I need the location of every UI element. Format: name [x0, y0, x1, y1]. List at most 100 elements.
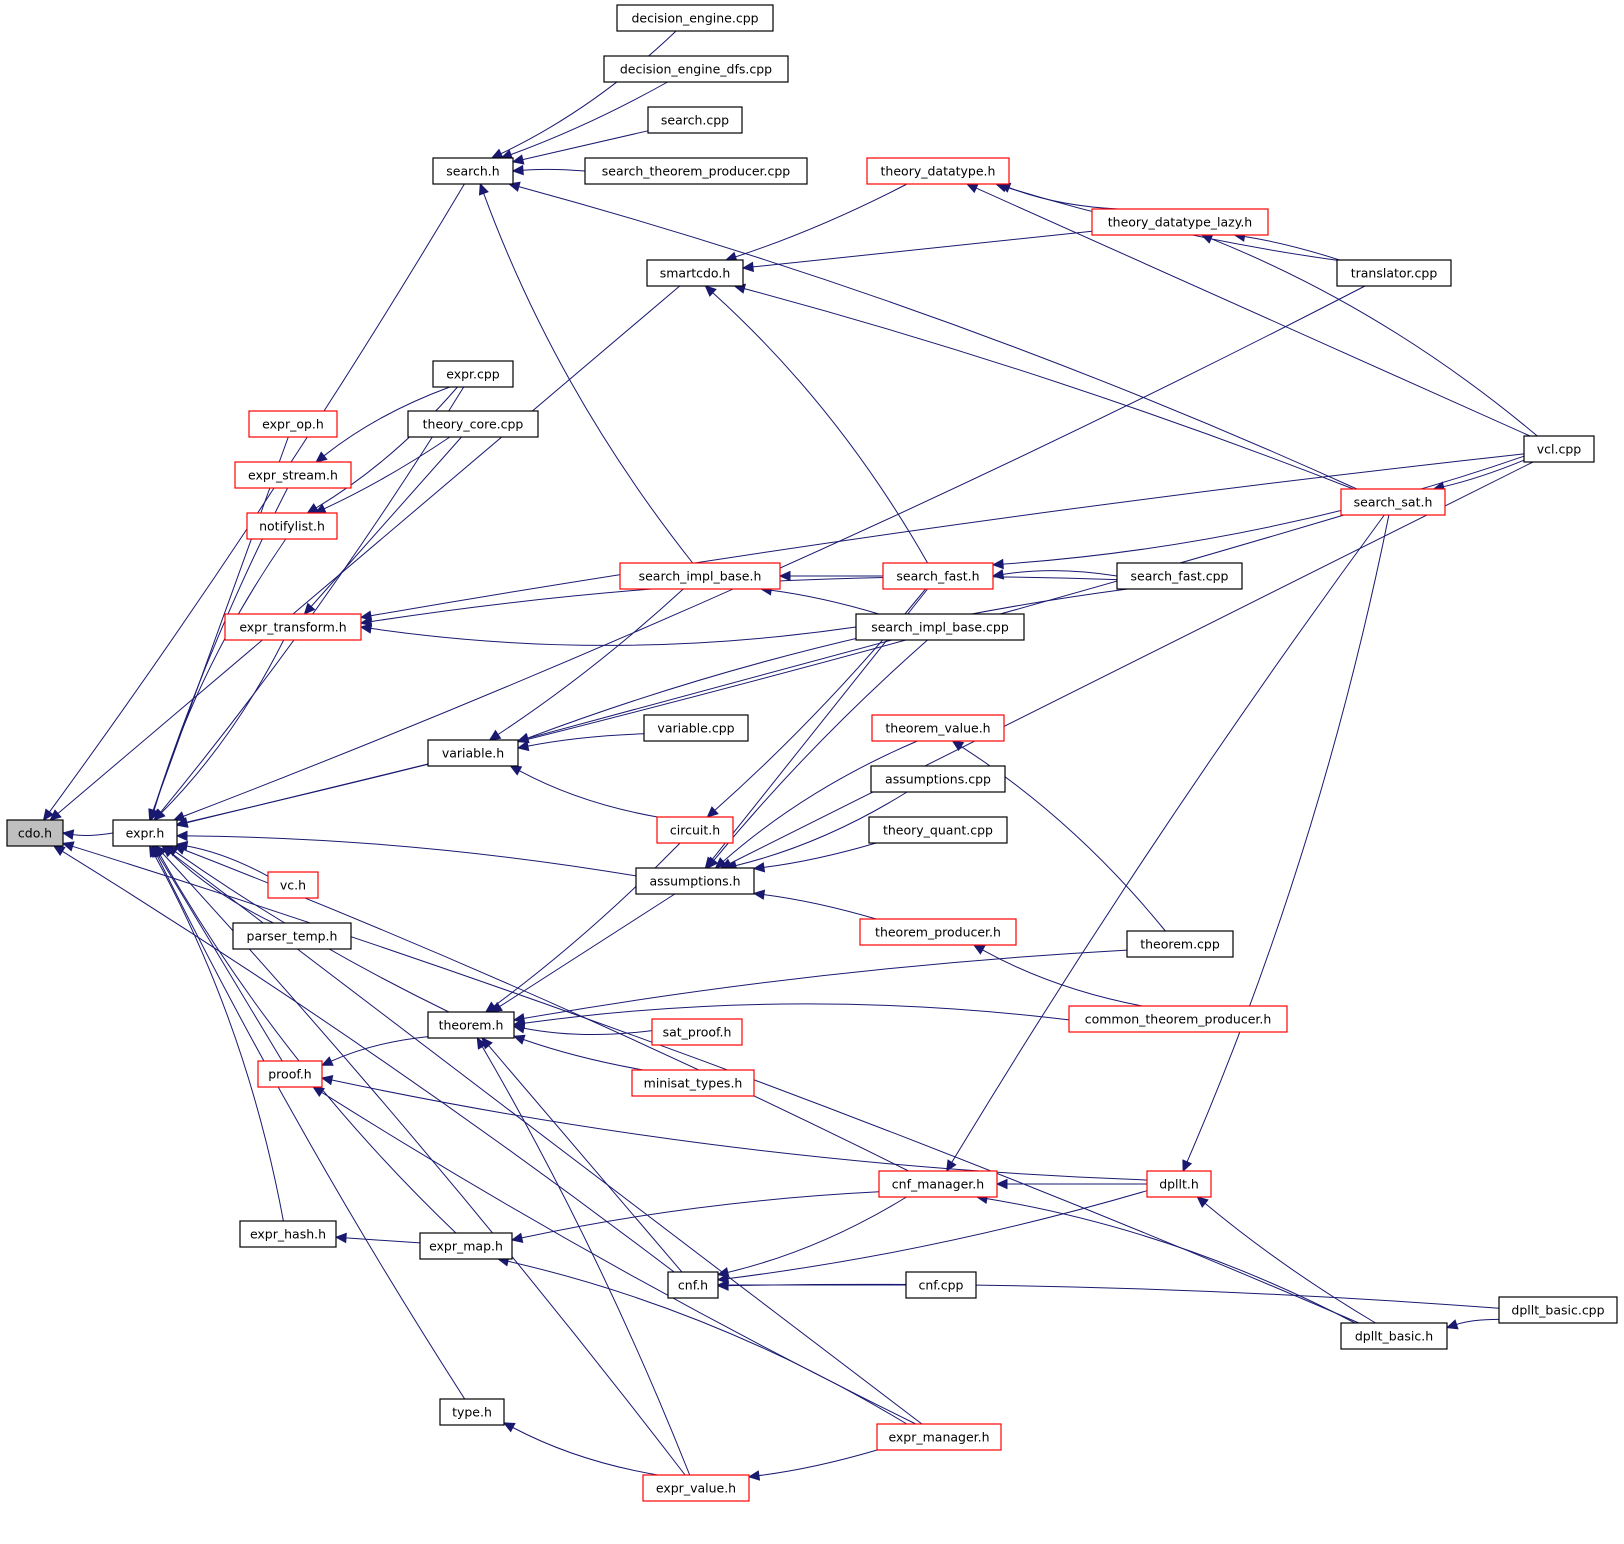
arrowhead-icon: [359, 623, 373, 634]
arrowhead-icon: [172, 811, 186, 822]
node-search-impl-base-cpp[interactable]: search_impl_base.cpp: [855, 613, 1025, 641]
edge-line: [321, 1091, 917, 1425]
edge-line: [735, 183, 908, 258]
node-box: [603, 55, 789, 83]
node-label: parser_temp.h: [247, 929, 338, 944]
edge-type_h-to-expr_h: [151, 844, 466, 1400]
node-expr-value-h[interactable]: expr_value.h: [642, 1474, 750, 1502]
node-label: variable.h: [442, 746, 504, 761]
edge-theorem_producer_h-to-assumptions_h: [752, 889, 877, 920]
arrowhead-icon: [510, 1232, 524, 1243]
node-theory-core-cpp[interactable]: theory_core.cpp: [407, 410, 539, 438]
node-smartcdo-h[interactable]: smartcdo.h: [646, 259, 744, 287]
node-search-cpp[interactable]: search.cpp: [647, 106, 743, 134]
node-expr-manager-h[interactable]: expr_manager.h: [876, 1423, 1002, 1451]
node-expr-map-h[interactable]: expr_map.h: [419, 1232, 513, 1260]
node-theorem-cpp[interactable]: theorem.cpp: [1126, 930, 1234, 958]
edge-line: [752, 230, 1093, 268]
node-box: [647, 106, 743, 134]
node-cnf-cpp[interactable]: cnf.cpp: [905, 1271, 977, 1299]
edge-theory_datatype_lazy_h-to-smartcdo_h: [741, 230, 1093, 273]
node-proof-h[interactable]: proof.h: [257, 1060, 323, 1088]
edge-line: [507, 1260, 908, 1425]
node-assumptions-h[interactable]: assumptions.h: [635, 867, 755, 895]
node-expr-h[interactable]: expr.h: [112, 819, 178, 847]
edge-line: [483, 193, 694, 564]
node-label: expr_value.h: [656, 1481, 736, 1496]
node-theory-quant-cpp[interactable]: theory_quant.cpp: [868, 816, 1008, 844]
node-label: search.h: [446, 164, 499, 179]
node-variable-cpp[interactable]: variable.cpp: [643, 714, 749, 742]
node-notifylist-h[interactable]: notifylist.h: [246, 512, 338, 540]
edge-vcl_cpp-to-search_fast_h: [991, 455, 1525, 570]
edge-vcl_cpp-to-expr_transform_h: [359, 453, 1525, 621]
node-box: [246, 512, 338, 540]
edge-line: [62, 850, 675, 1273]
edge-line: [523, 1003, 1070, 1024]
node-cnf-manager-h[interactable]: cnf_manager.h: [878, 1170, 998, 1198]
node-label: variable.cpp: [657, 721, 734, 736]
node-label: expr_hash.h: [250, 1227, 326, 1242]
node-theorem-h[interactable]: theorem.h: [427, 1011, 515, 1039]
node-dpllt-basic-cpp[interactable]: dpllt_basic.cpp: [1498, 1296, 1618, 1324]
arrowhead-icon: [704, 285, 717, 297]
edge-expr_map_h-to-expr_hash_h: [334, 1232, 421, 1244]
node-dpllt-h[interactable]: dpllt.h: [1146, 1170, 1212, 1198]
node-search-impl-base-h[interactable]: search_impl_base.h: [619, 562, 781, 590]
node-decision-engine-dfs-cpp[interactable]: decision_engine_dfs.cpp: [603, 55, 789, 83]
node-cnf-h[interactable]: cnf.h: [667, 1271, 719, 1299]
node-theorem-producer-h[interactable]: theorem_producer.h: [859, 918, 1017, 946]
node-expr-op-h[interactable]: expr_op.h: [248, 410, 338, 438]
arrowhead-icon: [320, 1074, 334, 1086]
node-vc-h[interactable]: vc.h: [267, 871, 319, 899]
node-label: type.h: [452, 1405, 492, 1420]
node-box: [234, 461, 352, 489]
node-expr-stream-h[interactable]: expr_stream.h: [234, 461, 352, 489]
node-theory-datatype-lazy-h[interactable]: theory_datatype_lazy.h: [1091, 208, 1269, 236]
node-search-h[interactable]: search.h: [432, 157, 514, 185]
node-circuit-h[interactable]: circuit.h: [656, 816, 734, 844]
arrowhead-icon: [706, 806, 719, 818]
edge-expr_value_h-to-theorem_h: [476, 1036, 691, 1476]
node-label: search_sat.h: [1354, 495, 1433, 510]
node-dpllt-basic-h[interactable]: dpllt_basic.h: [1340, 1322, 1448, 1350]
node-vcl-cpp[interactable]: vcl.cpp: [1523, 435, 1595, 463]
node-label: dpllt_basic.cpp: [1511, 1303, 1604, 1318]
edge-expr_manager_h-to-expr_value_h: [747, 1449, 878, 1481]
node-sat-proof-h[interactable]: sat_proof.h: [651, 1018, 743, 1046]
node-search-fast-cpp[interactable]: search_fast.cpp: [1116, 562, 1243, 590]
edge-dpllt_basic_h-to-dpllt_h: [1196, 1196, 1376, 1324]
node-cdo-h[interactable]: cdo.h: [6, 819, 64, 847]
node-common-theorem-producer-h[interactable]: common_theorem_producer.h: [1068, 1005, 1288, 1033]
node-variable-h[interactable]: variable.h: [427, 739, 519, 767]
edge-line: [527, 588, 1128, 739]
node-expr-transform-h[interactable]: expr_transform.h: [224, 613, 362, 641]
node-decision-engine-cpp[interactable]: decision_engine.cpp: [616, 4, 774, 32]
node-translator-cpp[interactable]: translator.cpp: [1336, 259, 1452, 287]
node-expr-cpp[interactable]: expr.cpp: [432, 360, 514, 388]
node-type-h[interactable]: type.h: [439, 1398, 505, 1426]
edge-theorem_h-to-proof_h: [320, 1036, 429, 1066]
node-expr-hash-h[interactable]: expr_hash.h: [239, 1220, 337, 1248]
node-minisat-types-h[interactable]: minisat_types.h: [631, 1069, 755, 1097]
edge-theory_core_cpp-to-expr_transform_h: [303, 436, 462, 615]
arrowhead-icon: [320, 1056, 334, 1066]
arrowhead-icon: [512, 1023, 526, 1034]
arrowhead-icon: [315, 451, 328, 463]
arrowhead-icon: [175, 830, 188, 842]
node-label: search_theorem_producer.cpp: [602, 164, 791, 179]
node-label: expr_map.h: [429, 1239, 503, 1254]
node-theorem-value-h[interactable]: theorem_value.h: [871, 714, 1005, 742]
arrowhead-icon: [42, 808, 55, 821]
edge-line: [512, 1427, 658, 1476]
arrowhead-icon: [149, 808, 160, 822]
node-theory-datatype-h[interactable]: theory_datatype.h: [866, 157, 1010, 185]
arrowhead-icon: [752, 889, 766, 900]
node-search-fast-h[interactable]: search_fast.h: [882, 562, 994, 590]
node-box: [432, 157, 514, 185]
node-search-theorem-producer-cpp[interactable]: search_theorem_producer.cpp: [584, 157, 808, 185]
node-parser-temp-h[interactable]: parser_temp.h: [232, 922, 352, 950]
edge-line: [1456, 1318, 1500, 1325]
node-search-sat-h[interactable]: search_sat.h: [1340, 488, 1446, 516]
node-assumptions-cpp[interactable]: assumptions.cpp: [870, 765, 1006, 793]
